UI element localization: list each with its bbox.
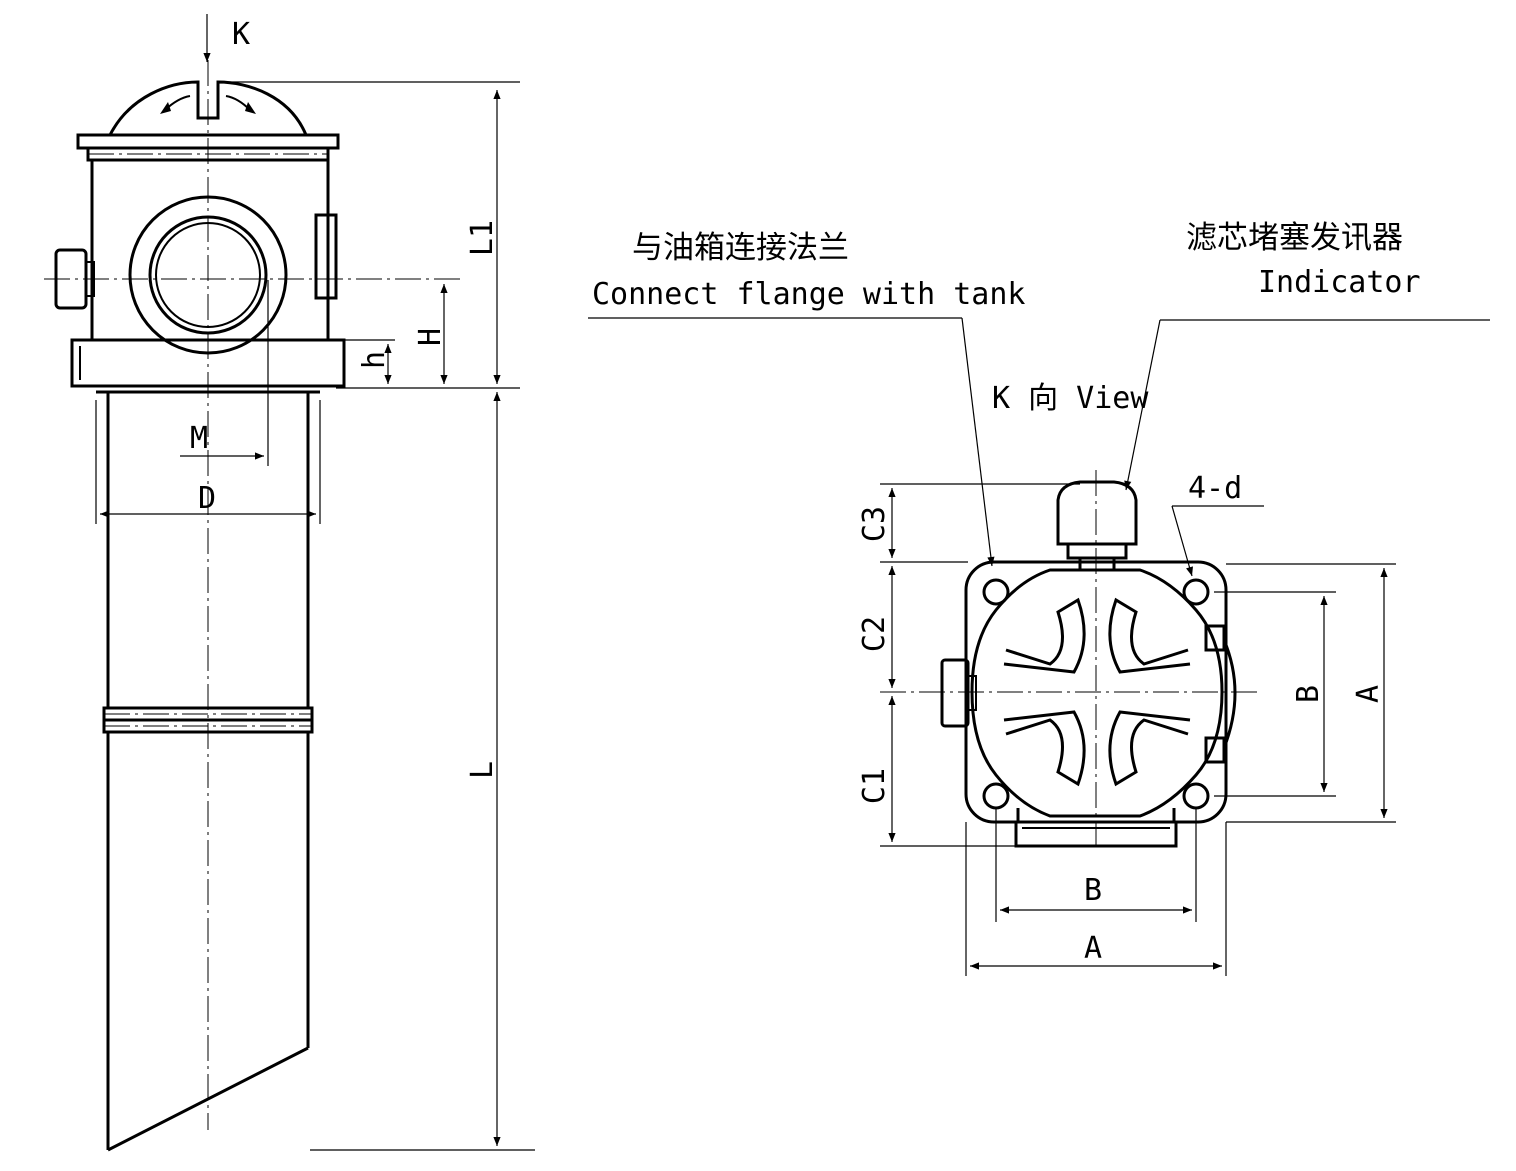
dim-overall: L1 L — [225, 81, 535, 1151]
dim-height: H h — [344, 284, 448, 384]
dim-D-label: D — [198, 481, 216, 516]
dim-M-label: M — [190, 421, 208, 456]
view-side-plug — [940, 658, 977, 728]
dim-C2-label: C2 — [857, 616, 892, 652]
side-view: K — [44, 14, 535, 1152]
dim-H-label: H — [413, 328, 448, 346]
indicator-caption-cn: 滤芯堵塞发讯器 — [1186, 220, 1403, 256]
bolt-hole — [982, 578, 1010, 606]
indicator-body — [1056, 480, 1138, 572]
dim-h-label: h — [357, 351, 392, 369]
flange-leader — [961, 317, 995, 567]
view-k-label: K — [232, 17, 250, 52]
bolt-hole — [982, 782, 1010, 810]
dim-D: D — [95, 400, 321, 524]
dim-L-label: L — [465, 761, 500, 779]
dim-B-horizontal-label: B — [1084, 873, 1102, 908]
dim-A-horizontal-label: A — [1084, 931, 1102, 966]
flange-caption-cn: 与油箱连接法兰 — [632, 230, 849, 266]
dim-C3-label: C3 — [857, 506, 892, 542]
dim-C: C3 C2 C1 — [857, 483, 1080, 847]
dim-right: B A — [1214, 563, 1396, 823]
dim-A-vertical-label: A — [1351, 685, 1386, 703]
dim-M: M — [180, 280, 269, 466]
dim-bottom: B A — [965, 808, 1227, 976]
k-view-title: K 向 View — [992, 381, 1149, 416]
cover-outline — [970, 568, 1224, 818]
dim-B-vertical-label: B — [1291, 685, 1326, 703]
indicator-leader — [1124, 319, 1161, 491]
indicator-stub — [314, 213, 338, 300]
indicator-caption-en: Indicator — [1258, 265, 1421, 300]
filter-head — [54, 158, 346, 388]
dim-L1-label: L1 — [465, 220, 500, 256]
dim-C1-label: C1 — [857, 768, 892, 804]
flange-caption-en: Connect flange with tank — [592, 277, 1025, 312]
cover-ribs — [1003, 597, 1191, 787]
k-view: 与油箱连接法兰 Connect flange with tank 滤芯堵塞发讯器… — [588, 220, 1490, 976]
bolt-hole — [1182, 578, 1210, 606]
holes-label: 4-d — [1188, 471, 1242, 506]
bolt-hole — [1182, 782, 1210, 810]
